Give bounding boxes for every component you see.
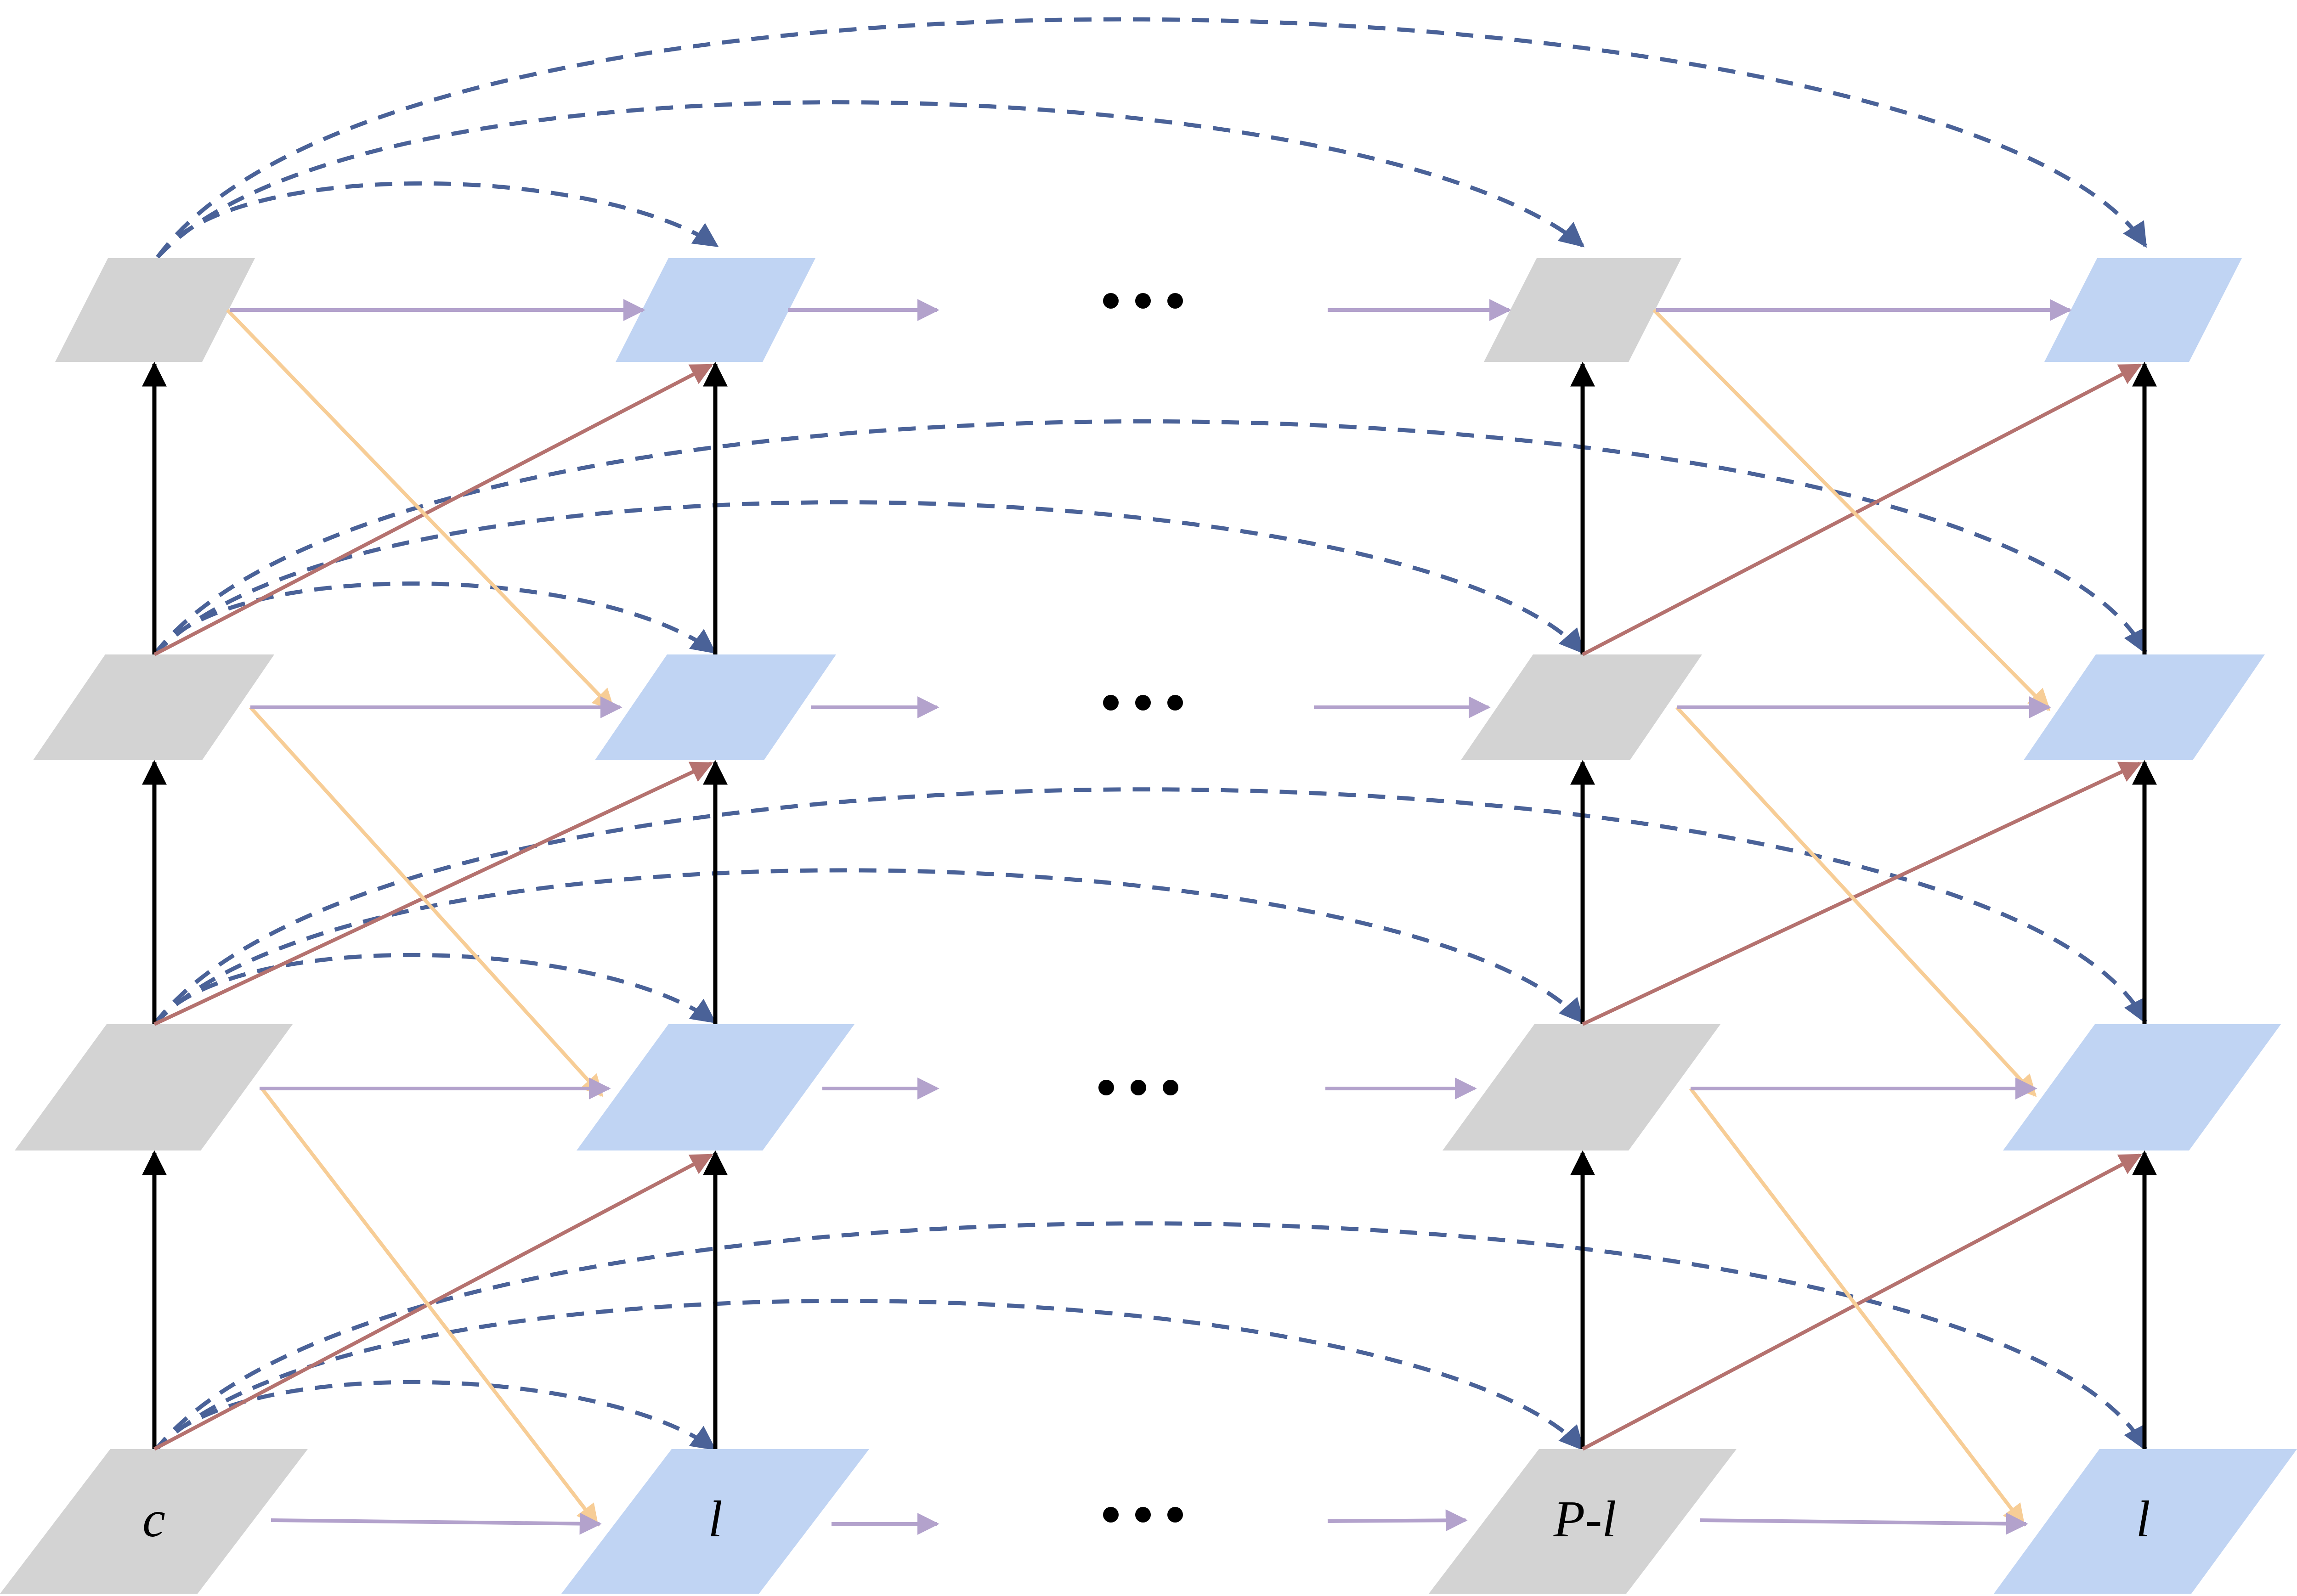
node-blue-r3-c4 bbox=[2003, 1024, 2281, 1150]
orange-arrow-r3c1-r4c2 bbox=[260, 1087, 599, 1527]
ellipsis-icon-row2 bbox=[1103, 695, 1183, 711]
ellipsis-icon-row4 bbox=[1103, 1507, 1183, 1523]
node-gray-r1-c3 bbox=[1484, 258, 1681, 362]
node-blue-r1-c4 bbox=[2044, 258, 2242, 362]
purple-arrow-r4-dots-c3 bbox=[1327, 1509, 1468, 1532]
dashed-arrow-r2-to-c2 bbox=[153, 581, 717, 656]
dashed-connections bbox=[153, 17, 2147, 1453]
dashed-arrow-r1-to-c3 bbox=[156, 100, 1585, 259]
orange-arrow-r1c1-r2c2 bbox=[226, 309, 615, 711]
node-gray-r4-c1 bbox=[0, 1449, 308, 1594]
ellipsis-group bbox=[1098, 293, 1183, 1523]
dashed-arrow-r1-to-c2 bbox=[156, 181, 719, 259]
node-blue-r2-c2 bbox=[595, 654, 836, 760]
dashed-arrow-r4-to-c2 bbox=[153, 1380, 717, 1453]
dashed-arrow-r2-to-c3 bbox=[153, 500, 1584, 656]
red-connections bbox=[153, 363, 2142, 1451]
label-c: c bbox=[142, 1491, 165, 1548]
purple-arrow-r4-c3-c4 bbox=[1699, 1512, 2028, 1535]
node-gray-r4-c3 bbox=[1429, 1449, 1737, 1594]
node-gray-r2-c3 bbox=[1461, 654, 1702, 760]
label-l: l bbox=[708, 1491, 722, 1548]
vertical-connections bbox=[142, 361, 2157, 1449]
purple-arrow-r4-c1-c2 bbox=[271, 1512, 602, 1535]
node-blue-r4-c2 bbox=[561, 1449, 869, 1594]
node-blue-r1-c2 bbox=[616, 258, 815, 362]
red-arrow-r4c1-r3c2 bbox=[153, 1153, 713, 1451]
node-gray-r3-c3 bbox=[1443, 1024, 1720, 1150]
label-p-minus-l: P-l bbox=[1553, 1491, 1617, 1548]
orange-arrow-r3c3-r4c4 bbox=[1689, 1087, 2025, 1527]
dashed-arrow-r3-to-c2 bbox=[153, 953, 717, 1026]
red-arrow-r2c1-r1c2 bbox=[153, 363, 713, 656]
node-blue-r3-c2 bbox=[577, 1024, 854, 1150]
red-arrow-r2c3-r1c4 bbox=[1582, 363, 2142, 656]
orange-connections bbox=[226, 309, 2051, 1527]
node-labels: c l P-l l bbox=[142, 1491, 2150, 1548]
horizontal-connections bbox=[230, 299, 2072, 1535]
ellipsis-icon-row3 bbox=[1098, 1080, 1178, 1095]
node-gray-r1-c1 bbox=[55, 258, 255, 362]
orange-arrow-r2c3-r3c4 bbox=[1675, 706, 2037, 1097]
orange-arrow-r1c3-r2c4 bbox=[1652, 309, 2051, 711]
dashed-arrow-r1-to-c4 bbox=[156, 17, 2147, 259]
ellipsis-icon-row1 bbox=[1103, 293, 1183, 309]
node-gray-r3-c1 bbox=[15, 1024, 293, 1150]
red-arrow-r4c3-r3c4 bbox=[1582, 1153, 2142, 1451]
node-blue-r2-c4 bbox=[2024, 654, 2265, 760]
dashed-arrow-r4-to-c4 bbox=[153, 1221, 2147, 1453]
label-l-right: l bbox=[2136, 1491, 2150, 1548]
dashed-arrow-r3-to-c3 bbox=[153, 868, 1584, 1026]
node-blue-r4-c4 bbox=[1994, 1449, 2297, 1594]
orange-arrow-r2c1-r3c2 bbox=[249, 706, 604, 1097]
nodes bbox=[0, 258, 2297, 1594]
red-arrow-r3c3-r2c4 bbox=[1582, 761, 2142, 1026]
dashed-arrow-r3-to-c4 bbox=[153, 787, 2147, 1026]
red-arrow-r3c1-r2c2 bbox=[153, 761, 713, 1026]
node-gray-r2-c1 bbox=[33, 654, 274, 760]
dashed-arrow-r4-to-c3 bbox=[153, 1298, 1584, 1453]
dashed-arrow-r2-to-c4 bbox=[153, 419, 2147, 656]
